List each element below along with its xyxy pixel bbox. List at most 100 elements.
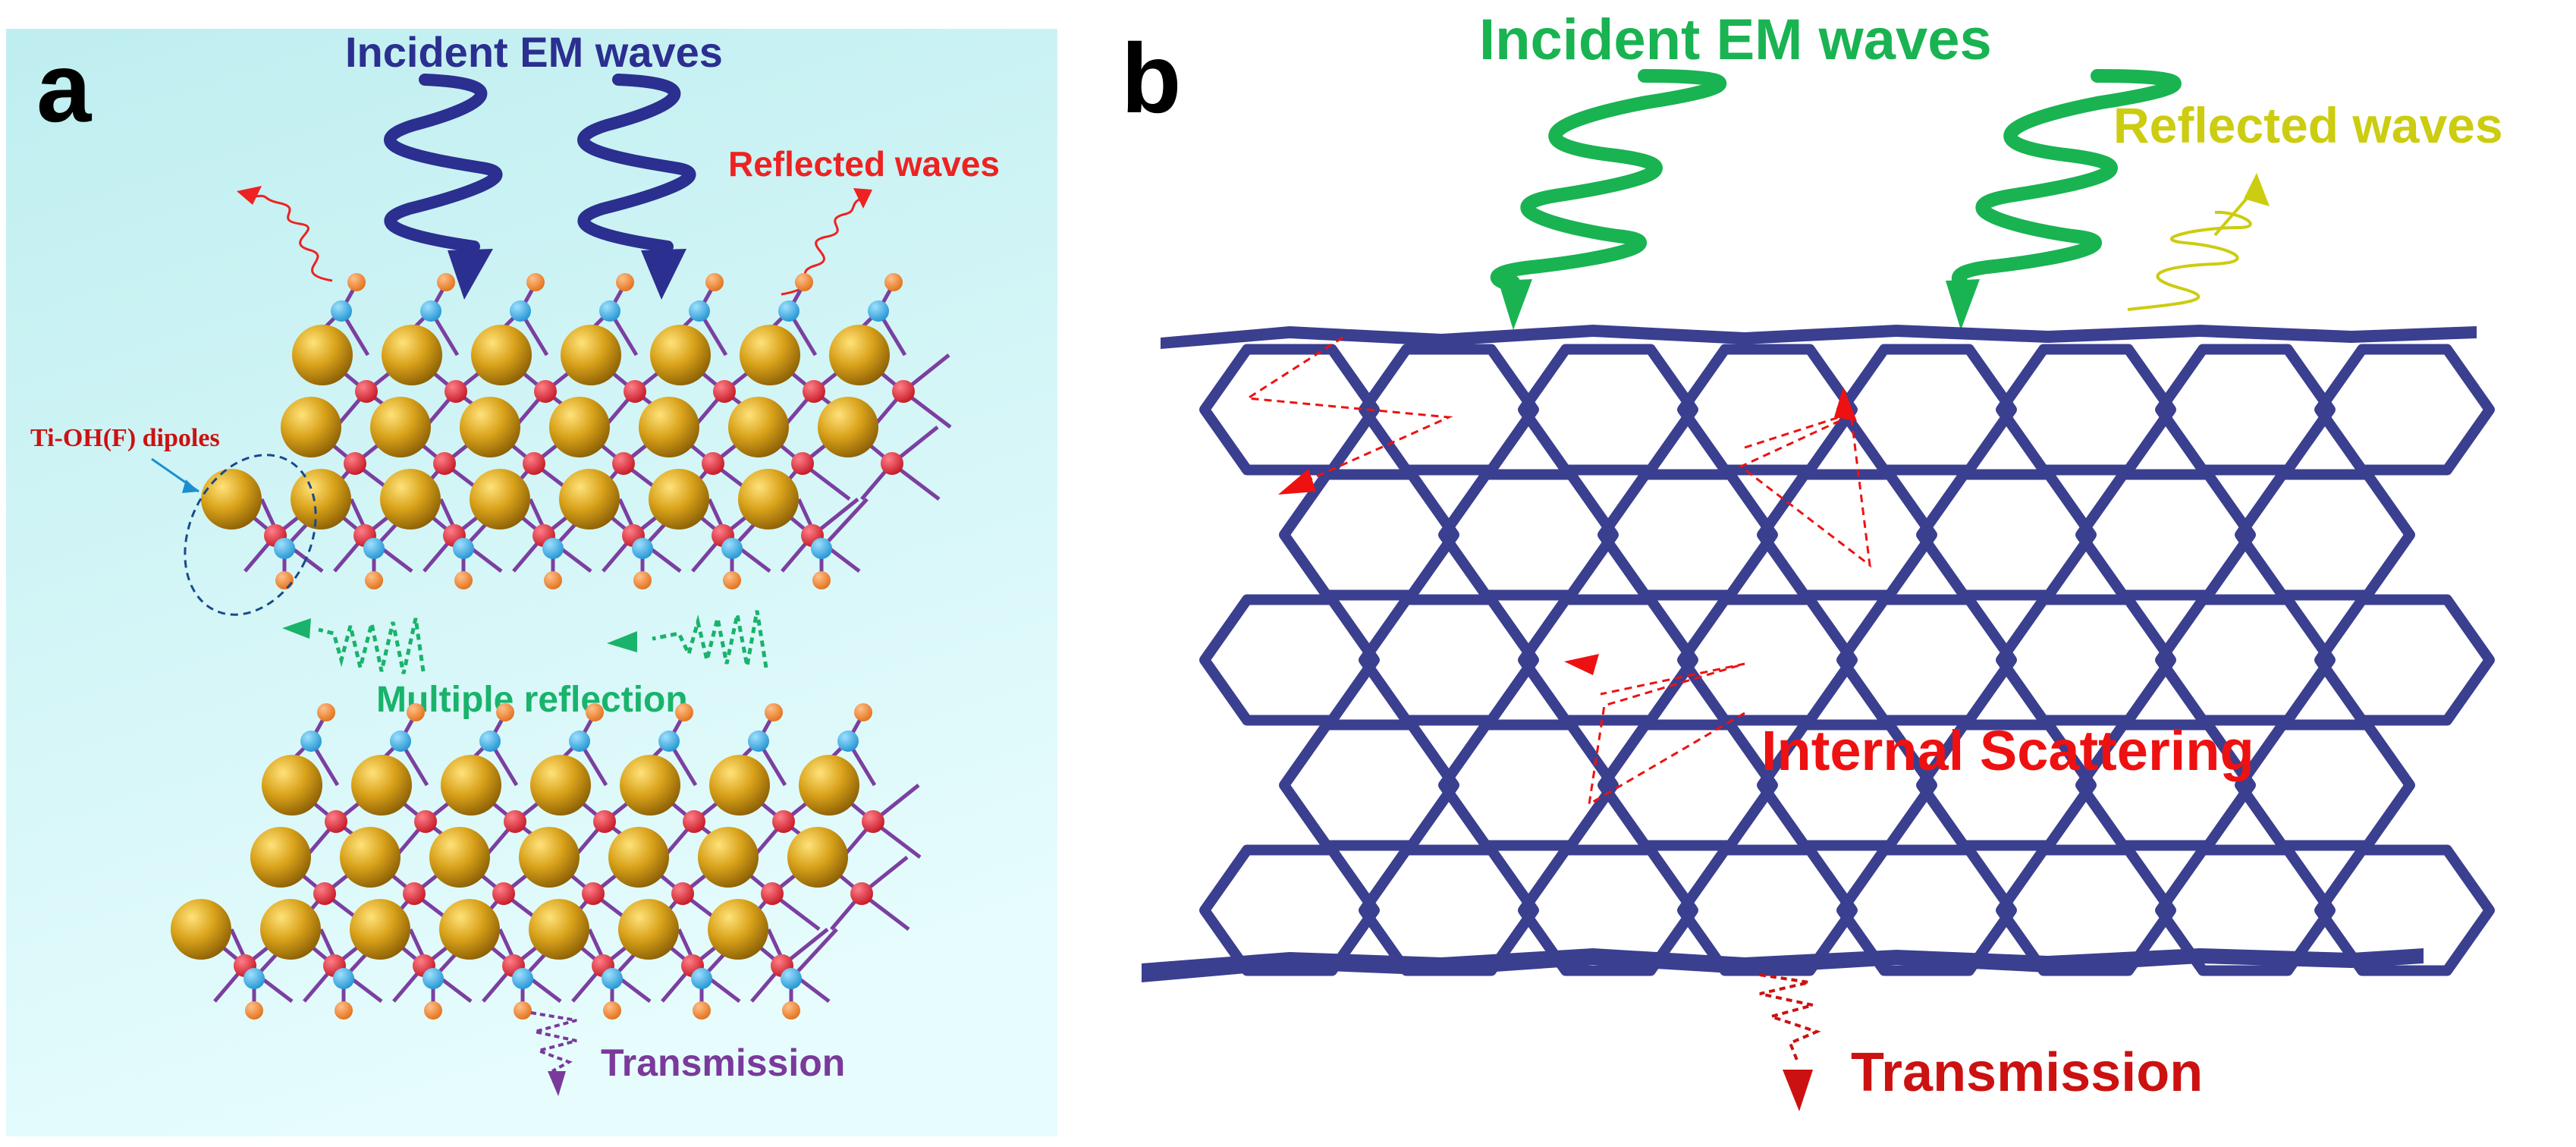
ti-atom — [471, 325, 532, 385]
panel-a-mxene-sheet-bottom — [171, 703, 922, 1020]
h-atom — [795, 273, 813, 291]
panel-a-incident-wave-2 — [577, 74, 696, 300]
h-atom — [407, 703, 425, 721]
c-atom — [523, 452, 545, 475]
o-atom — [542, 538, 564, 559]
foam-cell — [1677, 844, 1858, 976]
ti-atom — [351, 755, 412, 815]
o-atom — [689, 300, 710, 322]
ti-atom — [530, 755, 591, 815]
foam-cell — [1597, 469, 1778, 601]
ti-atom — [559, 469, 620, 530]
c-atom — [671, 882, 694, 905]
c-atom — [683, 810, 705, 833]
panel-b-transmission-label: Transmission — [1851, 1042, 2203, 1103]
o-atom — [569, 731, 590, 752]
h-atom — [586, 703, 604, 721]
panel-a-multiple-label: Multiple reflection — [376, 680, 688, 720]
foam-cell — [2314, 844, 2495, 976]
h-atom — [616, 273, 634, 291]
o-atom — [721, 538, 743, 559]
c-atom — [892, 380, 915, 403]
o-atom — [423, 968, 444, 989]
foam-cell — [1518, 594, 1698, 726]
foam-cell — [1279, 719, 1459, 851]
foam-cell — [1597, 719, 1778, 851]
h-atom — [245, 1001, 263, 1020]
o-atom — [781, 968, 802, 989]
h-atom — [633, 571, 652, 589]
o-atom — [778, 300, 800, 322]
o-atom — [811, 538, 832, 559]
foam-cell — [1836, 844, 2017, 976]
ti-atom — [382, 325, 442, 385]
o-atom — [331, 300, 352, 322]
ti-atom — [460, 397, 520, 457]
c-atom — [713, 380, 736, 403]
o-atom — [333, 968, 354, 989]
ti-atom — [708, 899, 768, 960]
o-atom — [748, 731, 769, 752]
c-atom — [702, 452, 724, 475]
foam-cell — [1996, 844, 2176, 976]
ti-atom — [620, 755, 680, 815]
panel-a-multiple-wave-left — [282, 617, 426, 674]
o-atom — [632, 538, 653, 559]
panel-a-incident-label: Incident EM waves — [345, 28, 723, 76]
panel-a-incident-wave-1 — [384, 74, 503, 300]
ti-atom — [470, 469, 530, 530]
h-atom — [347, 273, 366, 291]
panel-a-dipole-label: Ti-OH(F) dipoles — [30, 424, 220, 452]
o-atom — [243, 968, 265, 989]
o-atom — [363, 538, 385, 559]
panel-a-transmission-wave — [530, 1011, 577, 1096]
ti-atom — [818, 397, 878, 457]
c-atom — [344, 452, 366, 475]
h-atom — [603, 1001, 621, 1020]
h-atom — [544, 571, 562, 589]
c-atom — [313, 882, 336, 905]
o-atom — [691, 968, 712, 989]
ti-atom — [829, 325, 890, 385]
h-atom — [782, 1001, 800, 1020]
ti-atom — [380, 469, 441, 530]
foam-cell — [2314, 594, 2495, 726]
ti-atom — [738, 469, 799, 530]
panel-a-dipole-ellipse — [184, 454, 317, 616]
panel-b-letter: b — [1121, 23, 1181, 134]
o-atom — [390, 731, 411, 752]
c-atom — [414, 810, 437, 833]
h-atom — [705, 273, 724, 291]
foam-cell — [2155, 844, 2336, 976]
panel-b: b Incident EM waves Reflected waves I — [1121, 8, 2503, 1111]
ti-atom — [698, 827, 759, 888]
c-atom — [772, 810, 795, 833]
c-atom — [355, 380, 378, 403]
o-atom — [274, 538, 295, 559]
ti-atom — [561, 325, 621, 385]
foam-cell — [1438, 719, 1619, 851]
c-atom — [534, 380, 557, 403]
panel-b-transmission-wave — [1759, 973, 1821, 1111]
o-atom — [658, 731, 680, 752]
foam-cell — [1199, 844, 1380, 976]
ti-atom — [439, 899, 500, 960]
foam-cell — [1199, 344, 1380, 476]
foam-cell — [1757, 469, 1937, 601]
c-atom — [761, 882, 784, 905]
panel-a-letter: a — [36, 32, 93, 143]
c-atom — [624, 380, 646, 403]
ti-atom — [529, 899, 589, 960]
panel-a-multiple-wave-right — [607, 610, 768, 668]
ti-atom — [649, 469, 709, 530]
h-atom — [526, 273, 545, 291]
c-atom — [433, 452, 456, 475]
foam-top-plate — [1161, 325, 2477, 349]
foam-cell — [1836, 344, 2017, 476]
c-atom — [445, 380, 467, 403]
o-atom — [300, 731, 322, 752]
h-atom — [365, 571, 383, 589]
foam-cell — [1359, 344, 1539, 476]
panel-b-incident-wave-1 — [1490, 69, 1726, 330]
